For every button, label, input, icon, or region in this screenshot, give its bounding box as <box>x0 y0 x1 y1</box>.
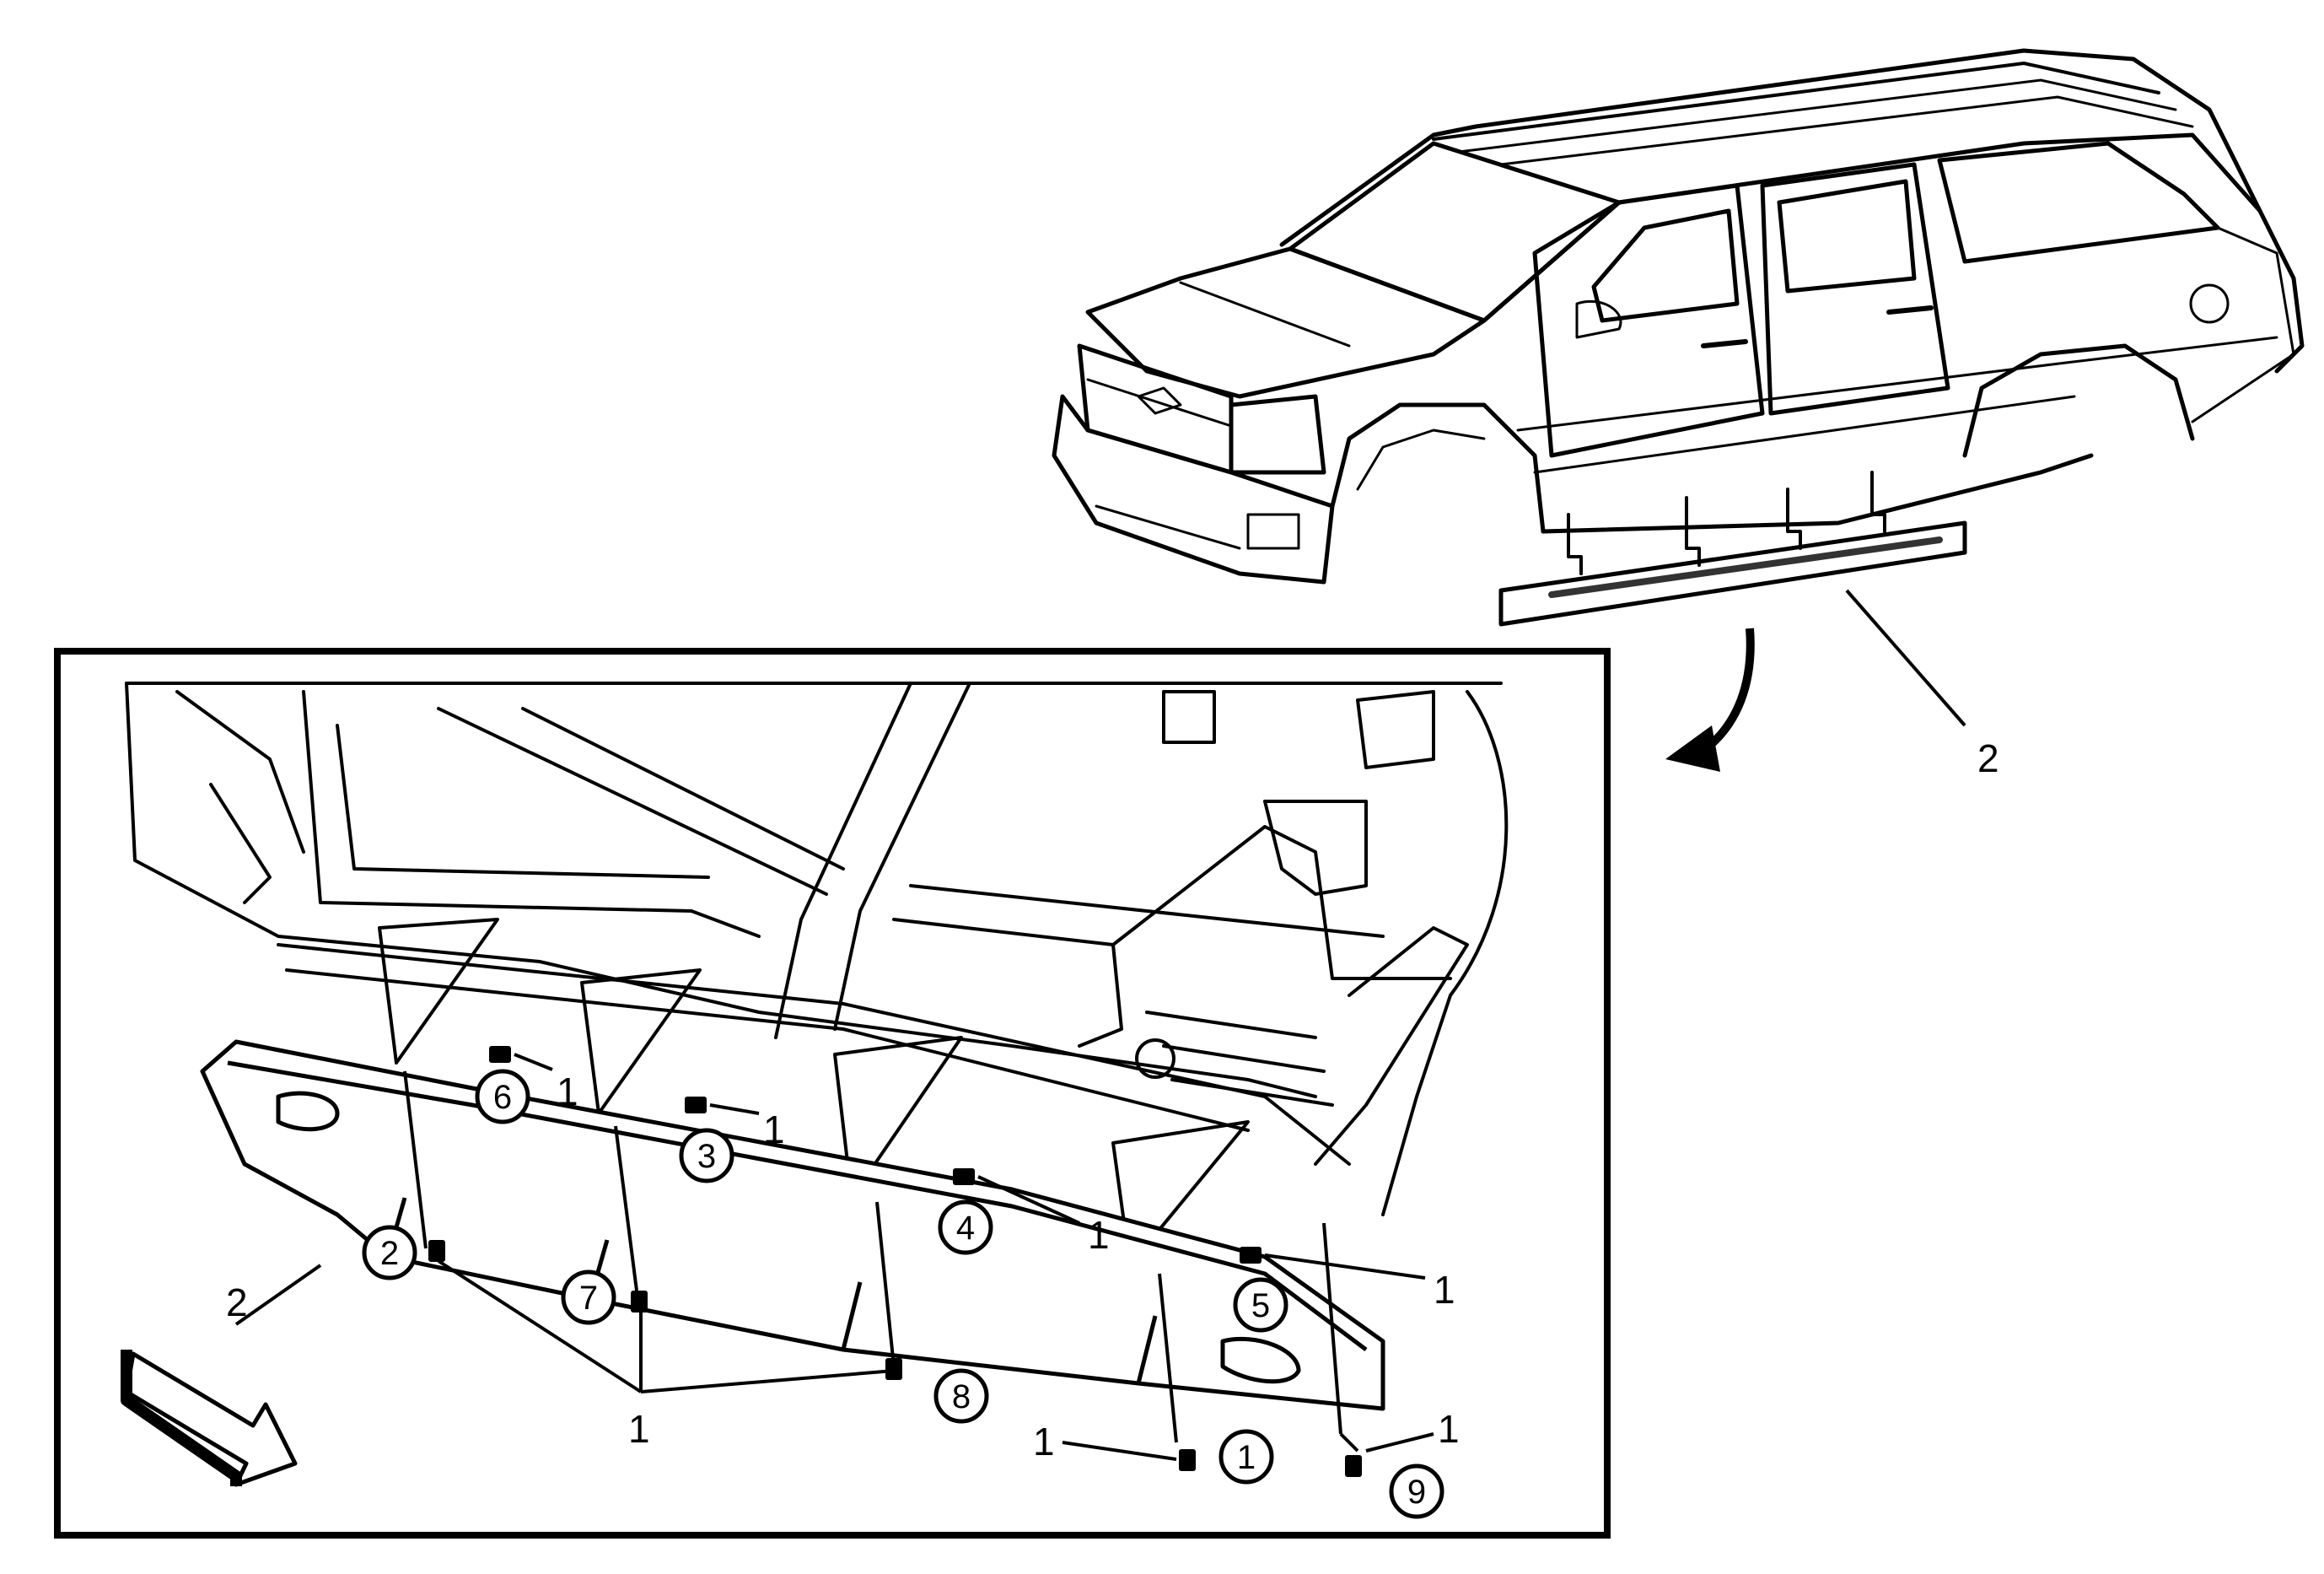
sequence-numbers: 6 3 4 5 2 7 8 1 9 <box>380 1079 1426 1511</box>
seq-circle-5 <box>1233 1277 1288 1333</box>
seq-1: 1 <box>1237 1439 1256 1476</box>
bolts <box>428 1046 1362 1477</box>
assist-step-board <box>200 1039 1385 1411</box>
label-1-b: 1 <box>763 1108 785 1151</box>
detail-labels: 1 1 1 1 1 1 1 2 <box>226 1070 1460 1463</box>
seq-circle-9 <box>1389 1463 1444 1519</box>
seq-7: 7 <box>579 1280 598 1317</box>
direction-arrow-icon <box>121 1350 298 1487</box>
seq-4: 4 <box>956 1210 975 1247</box>
bolt-seq-2 <box>428 1240 445 1262</box>
leader-lines <box>234 1053 1434 1461</box>
curved-arrow-icon <box>1665 628 1755 772</box>
vehicle-callout-label: 2 <box>1977 736 1999 780</box>
seq-circle-4 <box>938 1199 993 1255</box>
seq-circle-3 <box>679 1128 734 1183</box>
label-2-step: 2 <box>226 1280 248 1324</box>
seq-8: 8 <box>952 1378 971 1415</box>
bolt-seq-4 <box>953 1168 975 1185</box>
seq-5: 5 <box>1251 1287 1270 1324</box>
bolt-seq-9 <box>1345 1455 1362 1477</box>
bolt-seq-5 <box>1240 1247 1262 1264</box>
seq-circle-6 <box>475 1069 530 1124</box>
vehicle-illustration <box>1052 48 2305 627</box>
label-1-f: 1 <box>1033 1420 1055 1463</box>
bolt-seq-8 <box>885 1358 902 1380</box>
seq-circle-8 <box>933 1368 989 1424</box>
seq-circle-1 <box>1218 1429 1274 1485</box>
detail-frame <box>54 648 1611 1539</box>
seq-circle-2 <box>362 1225 417 1280</box>
sequence-markers <box>362 1069 1444 1519</box>
label-1-c: 1 <box>1088 1213 1110 1257</box>
bolt-seq-6 <box>489 1046 511 1063</box>
vehicle-leader-line <box>1845 589 1966 727</box>
label-1-d: 1 <box>1434 1268 1455 1312</box>
bolt-seq-7 <box>631 1291 648 1313</box>
bolt-seq-1 <box>1179 1449 1196 1471</box>
bolt-seq-3 <box>685 1097 707 1113</box>
seq-6: 6 <box>493 1079 512 1116</box>
seq-2: 2 <box>380 1235 399 1272</box>
label-1-e: 1 <box>628 1407 650 1451</box>
seq-circle-7 <box>561 1269 616 1325</box>
seq-9: 9 <box>1407 1474 1426 1511</box>
label-1-a: 1 <box>557 1070 578 1113</box>
fasteners <box>403 1070 1359 1453</box>
underbody-illustration <box>125 682 1509 1267</box>
seq-3: 3 <box>697 1138 716 1175</box>
label-1-g: 1 <box>1438 1407 1460 1451</box>
